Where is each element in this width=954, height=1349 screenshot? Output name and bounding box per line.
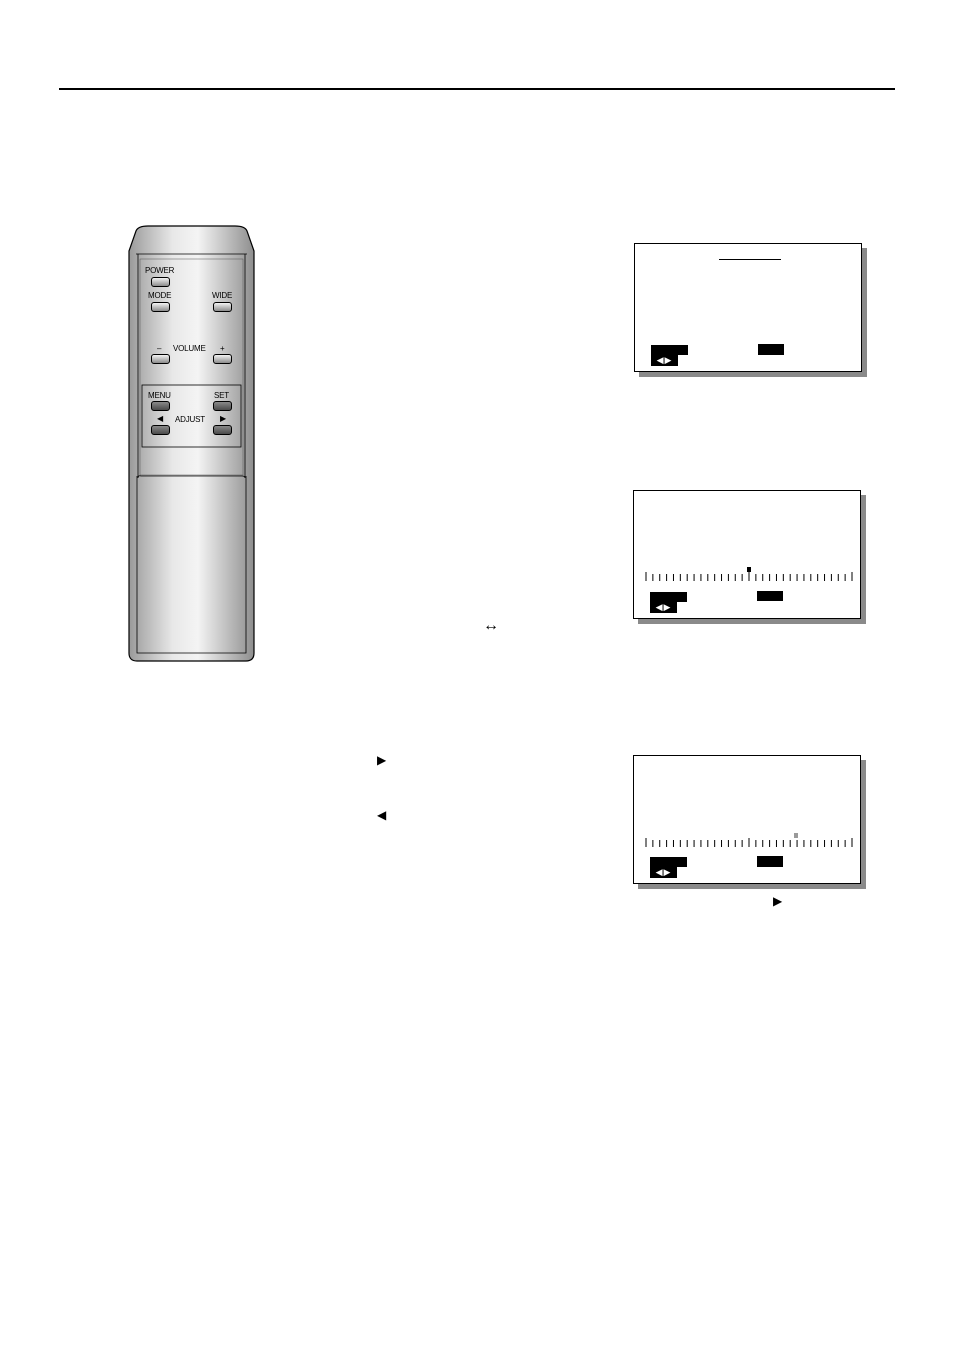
- double-arrow-icon: ↔: [483, 617, 499, 634]
- level-scale: [645, 838, 853, 847]
- mode-button[interactable]: [151, 302, 170, 312]
- level-scale: [645, 572, 853, 581]
- adjust-right-button[interactable]: [213, 425, 232, 435]
- power-button[interactable]: [151, 277, 170, 287]
- osd-screen-menu: ◀▶: [634, 243, 862, 372]
- volume-up-button[interactable]: [213, 354, 232, 364]
- remote-body-shape: [128, 225, 255, 662]
- adjust-arrows-icon: ◀▶: [650, 867, 677, 878]
- menu-highlight-bar: [650, 592, 687, 602]
- remote-control: POWER MODE WIDE – VOLUME + MENU SET ◀ AD…: [128, 225, 255, 662]
- mode-label: MODE: [148, 291, 172, 300]
- set-indicator: [757, 591, 783, 601]
- header-rule: [59, 88, 895, 90]
- adjust-label: ADJUST: [175, 415, 205, 424]
- wide-label: WIDE: [212, 291, 233, 300]
- right-triangle-icon: ▶: [773, 894, 783, 908]
- menu-label: MENU: [148, 391, 171, 400]
- adjust-left-button[interactable]: [151, 425, 170, 435]
- set-label: SET: [214, 391, 229, 400]
- volume-down-button[interactable]: [151, 354, 170, 364]
- osd-screen-adjust-center: ◀▶: [633, 490, 861, 619]
- power-label: POWER: [145, 266, 175, 275]
- osd-screen-adjust-right: ◀▶: [633, 755, 861, 884]
- menu-highlight-bar: [650, 857, 687, 867]
- wide-button[interactable]: [213, 302, 232, 312]
- adjust-arrows-icon: ◀▶: [650, 602, 677, 613]
- menu-highlight-bar: [651, 345, 688, 355]
- right-arrow-icon: ▶: [220, 414, 227, 423]
- set-button[interactable]: [213, 401, 232, 411]
- level-marker: [747, 567, 751, 572]
- volume-minus-label: –: [157, 344, 162, 353]
- set-indicator: [758, 344, 784, 355]
- left-arrow-icon: ◀: [157, 414, 164, 423]
- left-triangle-icon: ◀: [377, 808, 387, 822]
- menu-title-underline: [719, 259, 781, 260]
- volume-plus-label: +: [220, 344, 225, 353]
- right-triangle-icon: ▶: [377, 753, 387, 767]
- volume-label: VOLUME: [173, 344, 206, 353]
- menu-button[interactable]: [151, 401, 170, 411]
- adjust-arrows-icon: ◀▶: [651, 355, 678, 366]
- level-marker: [794, 833, 799, 838]
- set-indicator: [757, 856, 783, 867]
